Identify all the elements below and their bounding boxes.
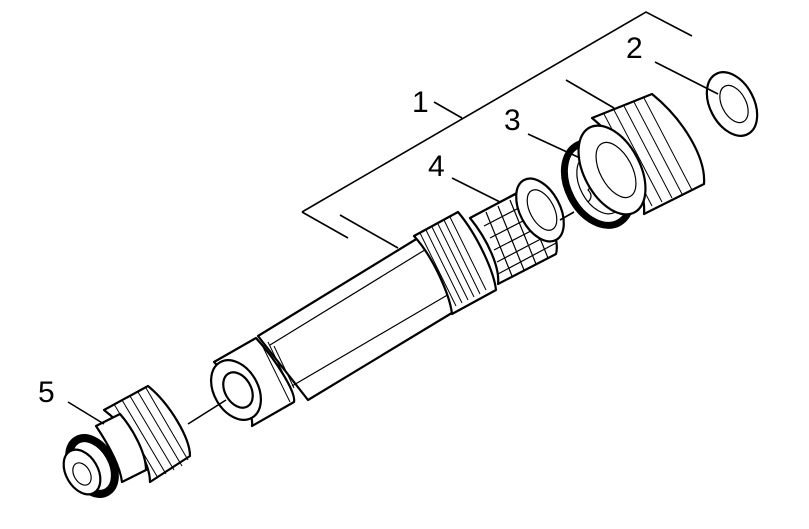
callout-2: 2 — [626, 32, 643, 65]
knurled-union-nut — [577, 92, 706, 216]
callout-1: 1 — [412, 86, 429, 119]
assembly-bracket — [301, 11, 693, 249]
filter-housing-tube — [210, 210, 498, 428]
mesh-filter-insert-icon — [468, 177, 565, 286]
flat-washer-icon — [705, 71, 759, 137]
callout-3: 3 — [504, 104, 521, 137]
callout-4: 4 — [428, 150, 445, 183]
callout-leader-lines — [67, 61, 719, 425]
callout-5: 5 — [38, 376, 55, 409]
hose-quick-connector-icon — [62, 384, 192, 498]
